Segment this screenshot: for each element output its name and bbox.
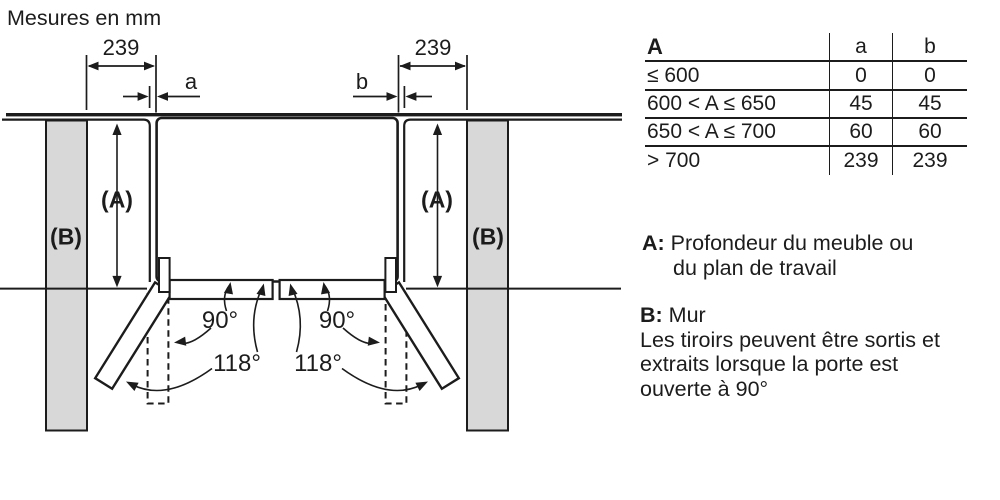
dimension-table: A a b ≤ 600 0 0 600 < A ≤ 650 45 45 650 … (645, 33, 967, 175)
table-row-b: 60 (892, 119, 967, 147)
wall-B-right-label: (B) (472, 223, 504, 250)
gap-a-dimension (123, 86, 200, 108)
angle-90-left-label: 90° (201, 307, 239, 334)
page-title: Mesures en mm (7, 6, 162, 30)
note-A-text1: Profondeur du meuble ou (670, 231, 914, 255)
right-depth-arrow (432, 123, 443, 288)
note-B-text3: extraits lorsque la porte est (640, 352, 899, 376)
right-counter-edge (403, 118, 622, 282)
right-wall-block (466, 119, 509, 432)
right-hinge (384, 257, 397, 293)
table-header-a: a (829, 33, 892, 62)
dim-239-left-label: 239 (102, 35, 140, 60)
left-door-90-dashed (146, 293, 170, 405)
table-row-a: 0 (829, 62, 892, 91)
appliance-body (155, 116, 399, 283)
gap-a-label: a (184, 69, 198, 94)
angle-arrows (126, 282, 428, 392)
table-row-range: 600 < A ≤ 650 (645, 91, 829, 119)
note-B-text2: Les tiroirs peuvent être sortis et (640, 327, 940, 352)
back-wall-line (6, 113, 622, 117)
note-A-text2: du plan de travail (673, 255, 837, 280)
wall-B-left-label: (B) (50, 223, 82, 250)
table-row-b: 0 (892, 62, 967, 91)
gap-b-label: b (355, 69, 369, 94)
note-A-line1: A: Profondeur du meuble ou (642, 231, 982, 256)
note-A-key: A: (642, 231, 665, 255)
depth-A-left-label: (A) (101, 186, 133, 213)
table-row-b: 45 (892, 91, 967, 119)
angle-118-right-label: 118° (294, 350, 342, 377)
left-door-closed (168, 278, 274, 301)
table-row-range: ≤ 600 (645, 62, 829, 91)
right-door-90-dashed (384, 293, 408, 405)
table-row-a: 45 (829, 91, 892, 119)
table-row-a: 239 (829, 147, 892, 175)
note-B-text4: ouverte à 90° (640, 376, 769, 401)
left-239-dimension (85, 55, 157, 113)
table-row-range: > 700 (647, 149, 701, 172)
table-row-b: 239 (892, 147, 967, 175)
note-B: B: Mur Les tiroirs peuvent être sortis e… (640, 303, 990, 401)
table-header-b: b (892, 33, 967, 62)
niche-drawing (0, 55, 622, 432)
gap-b-dimension (353, 86, 432, 108)
right-239-dimension (397, 55, 468, 113)
left-hinge (158, 257, 171, 293)
angle-118-left-label: 118° (213, 350, 261, 377)
left-counter-edge (2, 118, 151, 282)
dim-239-right-label: 239 (414, 35, 452, 60)
note-B-text1: Mur (668, 303, 706, 327)
table-row-a: 60 (829, 119, 892, 147)
table-header-range: A (645, 33, 829, 62)
depth-A-right-label: (A) (421, 186, 453, 213)
left-wall-block (45, 119, 88, 432)
note-B-key: B: (640, 303, 663, 327)
right-door-open-118 (380, 280, 461, 391)
angle-90-right-label: 90° (318, 307, 356, 334)
left-depth-arrow (112, 123, 122, 288)
note-A: A: Profondeur du meuble ou du plan de tr… (642, 231, 982, 280)
table-row-range: 650 < A ≤ 700 (645, 119, 829, 147)
note-B-line1: B: Mur (640, 303, 990, 328)
left-door-open-118 (93, 280, 174, 391)
